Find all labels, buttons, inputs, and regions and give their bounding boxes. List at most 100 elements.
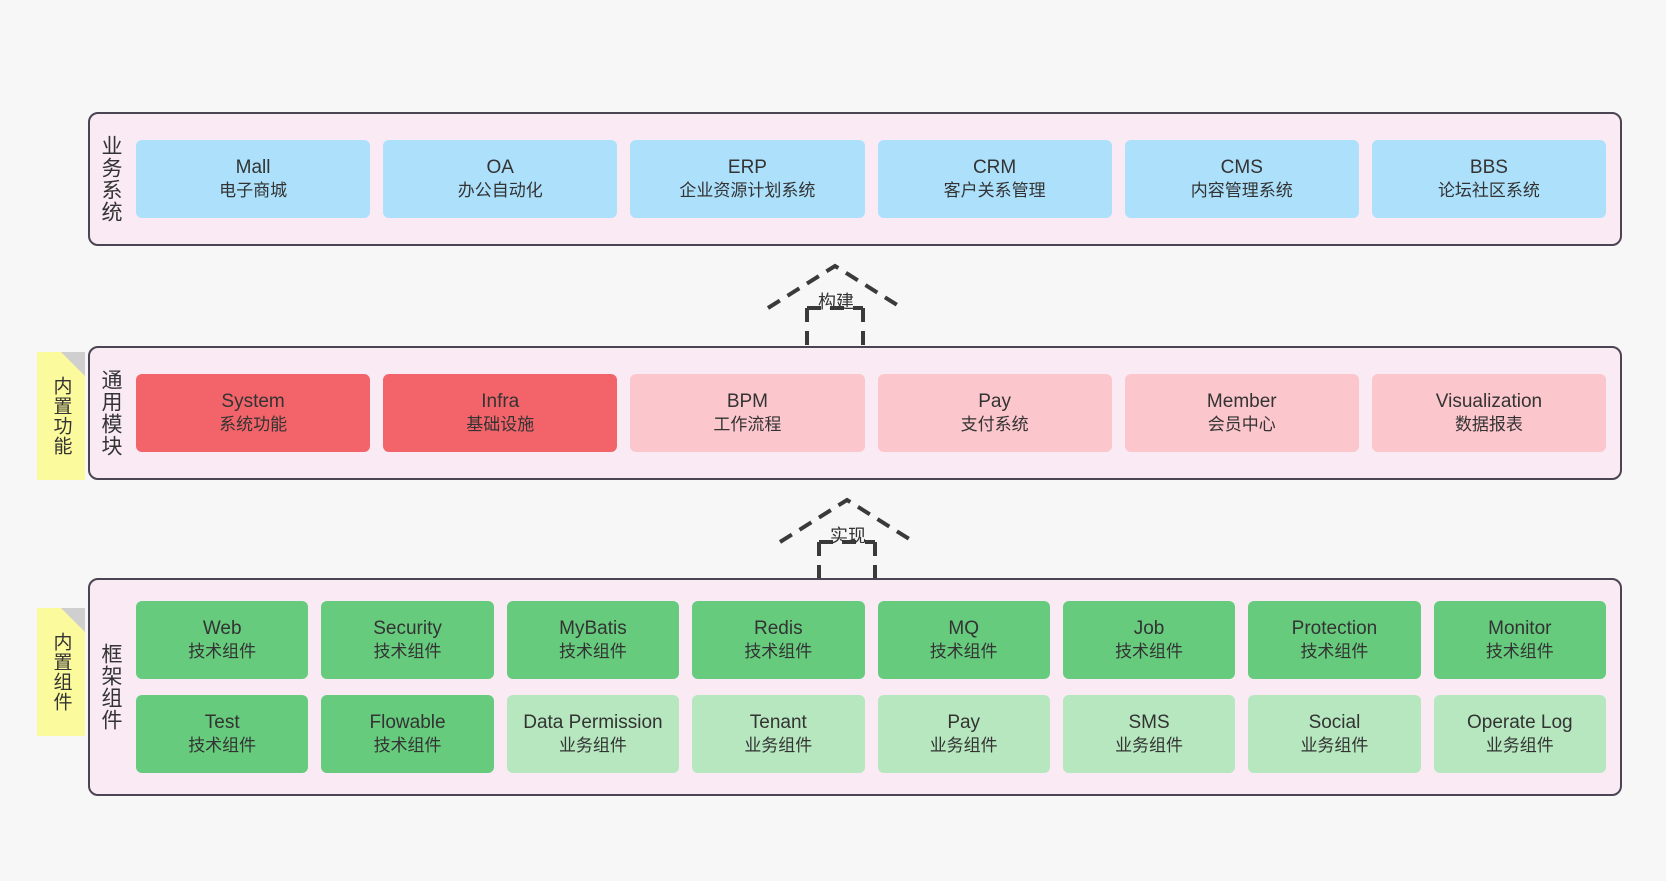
sticky-note-label: 内置功能 — [50, 376, 72, 456]
card-data-permission[interactable]: Data Permission 业务组件 — [506, 695, 680, 773]
card-subtitle: 业务组件 — [1300, 736, 1369, 756]
sticky-note-builtin-components: 内置组件 — [37, 608, 85, 736]
card-title: Protection — [1291, 617, 1378, 639]
card-subtitle: 办公自动化 — [457, 181, 543, 201]
card-bpm[interactable]: BPM 工作流程 — [630, 374, 865, 452]
layer-common-modules: 通用模块 System 系统功能 Infra 基础设施 BPM 工作流程 Pay… — [88, 346, 1622, 480]
card-subtitle: 工作流程 — [713, 415, 782, 435]
card-test[interactable]: Test 技术组件 — [136, 695, 309, 773]
card-crm[interactable]: CRM 客户关系管理 — [877, 140, 1112, 218]
framework-components-row-business: Test 技术组件 Flowable 技术组件 Data Permission … — [136, 695, 1606, 773]
card-title: BBS — [1469, 156, 1508, 178]
card-subtitle: 技术组件 — [373, 736, 442, 756]
card-subtitle: 技术组件 — [188, 642, 257, 662]
framework-components-row-technical: Web 技术组件 Security 技术组件 MyBatis 技术组件 Redi… — [136, 601, 1606, 679]
sticky-note-label: 内置组件 — [50, 632, 72, 712]
card-title: Job — [1133, 617, 1165, 639]
card-title: Test — [204, 711, 240, 733]
card-title: Social — [1308, 711, 1361, 733]
layer-label-common-modules: 通用模块 — [98, 369, 122, 457]
card-title: Infra — [481, 390, 520, 412]
card-subtitle: 技术组件 — [1485, 642, 1554, 662]
card-title: Member — [1206, 390, 1277, 412]
card-subtitle: 客户关系管理 — [943, 181, 1046, 201]
card-title: Web — [202, 617, 242, 639]
card-flowable[interactable]: Flowable 技术组件 — [321, 695, 494, 773]
card-mybatis[interactable]: MyBatis 技术组件 — [506, 601, 680, 679]
card-erp[interactable]: ERP 企业资源计划系统 — [630, 140, 865, 218]
card-system[interactable]: System 系统功能 — [136, 374, 371, 452]
card-title: System — [221, 390, 285, 412]
card-title: Security — [373, 617, 442, 639]
card-title: ERP — [727, 156, 767, 178]
card-protection[interactable]: Protection 技术组件 — [1248, 601, 1421, 679]
card-title: Mall — [235, 156, 271, 178]
card-member[interactable]: Member 会员中心 — [1124, 374, 1359, 452]
card-monitor[interactable]: Monitor 技术组件 — [1433, 601, 1606, 679]
layer-business-systems: 业务系统 Mall 电子商城 OA 办公自动化 ERP 企业资源计划系统 CRM… — [88, 112, 1622, 246]
card-pay-component[interactable]: Pay 业务组件 — [877, 695, 1050, 773]
card-title: CMS — [1220, 156, 1263, 178]
card-subtitle: 技术组件 — [373, 642, 442, 662]
card-subtitle: 会员中心 — [1207, 415, 1276, 435]
card-pay-module[interactable]: Pay 支付系统 — [877, 374, 1112, 452]
card-tenant[interactable]: Tenant 业务组件 — [692, 695, 865, 773]
card-subtitle: 数据报表 — [1454, 415, 1523, 435]
connector-implement: 实现 — [772, 492, 922, 584]
card-title: Pay — [947, 711, 981, 733]
card-title: MQ — [948, 617, 979, 639]
layer-framework-components: 框架组件 Web 技术组件 Security 技术组件 MyBatis 技术组件… — [88, 578, 1622, 796]
card-title: Redis — [754, 617, 803, 639]
card-operate-log[interactable]: Operate Log 业务组件 — [1433, 695, 1606, 773]
card-bbs[interactable]: BBS 论坛社区系统 — [1371, 140, 1607, 218]
card-title: Operate Log — [1466, 711, 1573, 733]
card-redis[interactable]: Redis 技术组件 — [692, 601, 865, 679]
card-subtitle: 业务组件 — [558, 736, 627, 756]
card-title: OA — [486, 156, 514, 178]
card-subtitle: 论坛社区系统 — [1437, 181, 1540, 201]
card-subtitle: 业务组件 — [1115, 736, 1184, 756]
card-sms[interactable]: SMS 业务组件 — [1062, 695, 1236, 773]
sticky-fold-corner-icon — [61, 352, 85, 376]
framework-components-grid: Web 技术组件 Security 技术组件 MyBatis 技术组件 Redi… — [130, 580, 1620, 794]
sticky-note-builtin-functions: 内置功能 — [37, 352, 85, 480]
card-title: Visualization — [1435, 390, 1543, 412]
card-oa[interactable]: OA 办公自动化 — [383, 140, 618, 218]
card-subtitle: 技术组件 — [1300, 642, 1369, 662]
card-subtitle: 技术组件 — [188, 736, 257, 756]
card-title: Monitor — [1488, 617, 1552, 639]
card-subtitle: 内容管理系统 — [1190, 181, 1293, 201]
card-subtitle: 电子商城 — [219, 181, 288, 201]
connector-build-label: 构建 — [818, 292, 854, 312]
card-infra[interactable]: Infra 基础设施 — [383, 374, 618, 452]
common-modules-card-row: System 系统功能 Infra 基础设施 BPM 工作流程 Pay 支付系统… — [130, 348, 1620, 478]
card-cms[interactable]: CMS 内容管理系统 — [1124, 140, 1359, 218]
card-web[interactable]: Web 技术组件 — [136, 601, 309, 679]
card-mall[interactable]: Mall 电子商城 — [136, 140, 371, 218]
card-subtitle: 技术组件 — [1115, 642, 1184, 662]
layer-label-framework-components: 框架组件 — [98, 643, 122, 731]
card-subtitle: 支付系统 — [960, 415, 1029, 435]
card-title: Flowable — [369, 711, 446, 733]
card-title: BPM — [726, 390, 769, 412]
connector-implement-label: 实现 — [830, 526, 866, 546]
card-subtitle: 基础设施 — [466, 415, 535, 435]
card-mq[interactable]: MQ 技术组件 — [877, 601, 1050, 679]
card-subtitle: 技术组件 — [744, 642, 813, 662]
card-subtitle: 技术组件 — [929, 642, 998, 662]
card-social[interactable]: Social 业务组件 — [1248, 695, 1421, 773]
card-subtitle: 业务组件 — [1485, 736, 1554, 756]
card-subtitle: 业务组件 — [929, 736, 998, 756]
card-title: SMS — [1128, 711, 1170, 733]
card-job[interactable]: Job 技术组件 — [1062, 601, 1236, 679]
card-title: Pay — [978, 390, 1011, 412]
card-subtitle: 企业资源计划系统 — [679, 181, 816, 201]
card-subtitle: 业务组件 — [744, 736, 813, 756]
card-security[interactable]: Security 技术组件 — [321, 601, 494, 679]
card-visualization[interactable]: Visualization 数据报表 — [1371, 374, 1607, 452]
connector-build: 构建 — [760, 258, 910, 350]
card-subtitle: 技术组件 — [558, 642, 627, 662]
sticky-fold-corner-icon — [61, 608, 85, 632]
card-title: Data Permission — [523, 711, 663, 733]
